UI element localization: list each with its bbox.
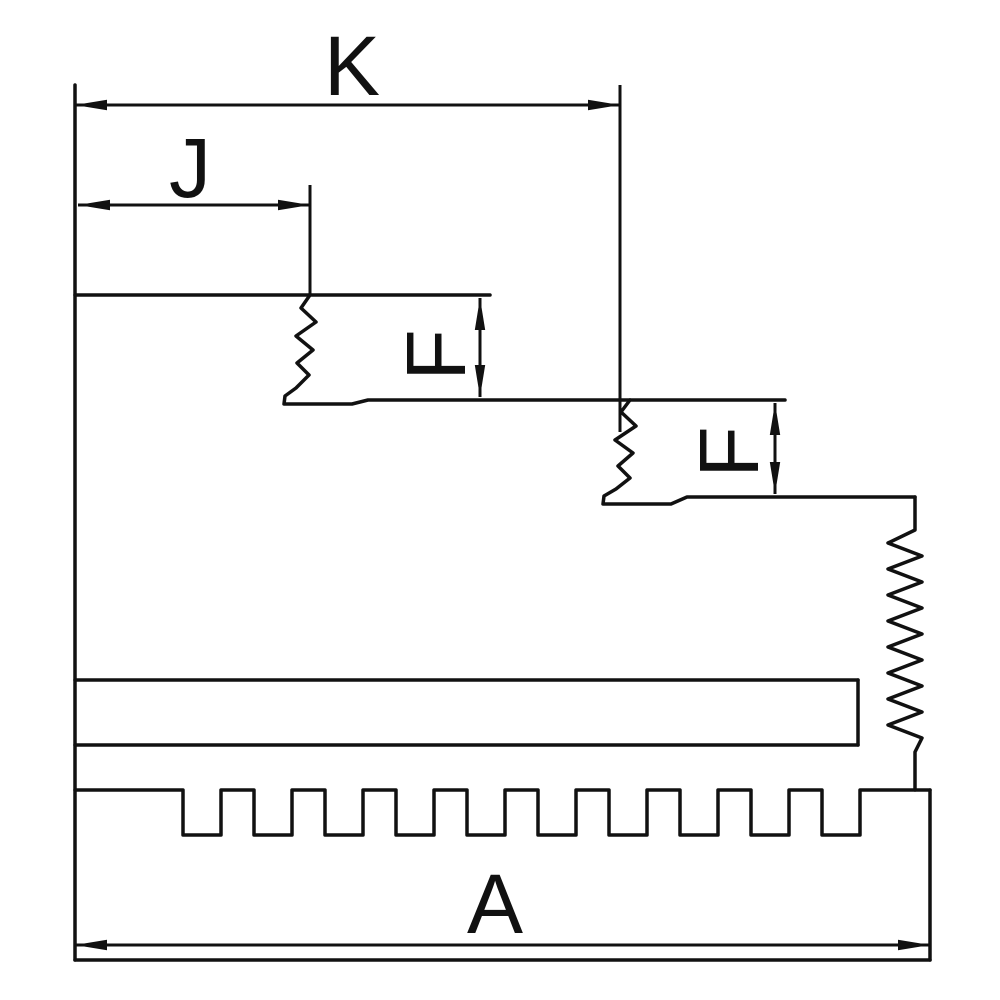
dimension-J-label: J [169,121,211,215]
dimension-K-arrowhead-left [75,99,107,111]
dimension-F-step2: F [682,403,781,494]
dimension-J-arrowhead-left [78,199,110,211]
jaw-step2-serrated-face [601,398,917,506]
dimension-J-arrowhead-right [278,199,310,211]
dimension-J: J [78,121,312,296]
dimension-K: K [75,19,622,432]
dimension-F2-arrowhead-down [769,462,781,494]
dimension-K-label: K [324,19,380,113]
dimension-A-arrowhead-right [898,939,930,951]
dimension-F1-arrowhead-up [474,298,486,330]
jaw-outline [73,83,932,962]
dimension-F-step1: F [389,298,486,397]
jaw-bottom-teeth [73,788,932,837]
dimension-F1-arrowhead-down [474,365,486,397]
dimension-A: A [75,857,930,951]
dimension-A-label: A [467,857,523,951]
jaw-step1-serrated-face [282,293,787,406]
dimension-F2-label: F [682,426,776,477]
dimension-F2-arrowhead-up [769,403,781,435]
dimension-K-arrowhead-right [588,99,620,111]
jaw-right-serrated-edge [886,495,924,792]
dimension-A-arrowhead-left [75,939,107,951]
dimension-F1-label: F [389,329,483,380]
